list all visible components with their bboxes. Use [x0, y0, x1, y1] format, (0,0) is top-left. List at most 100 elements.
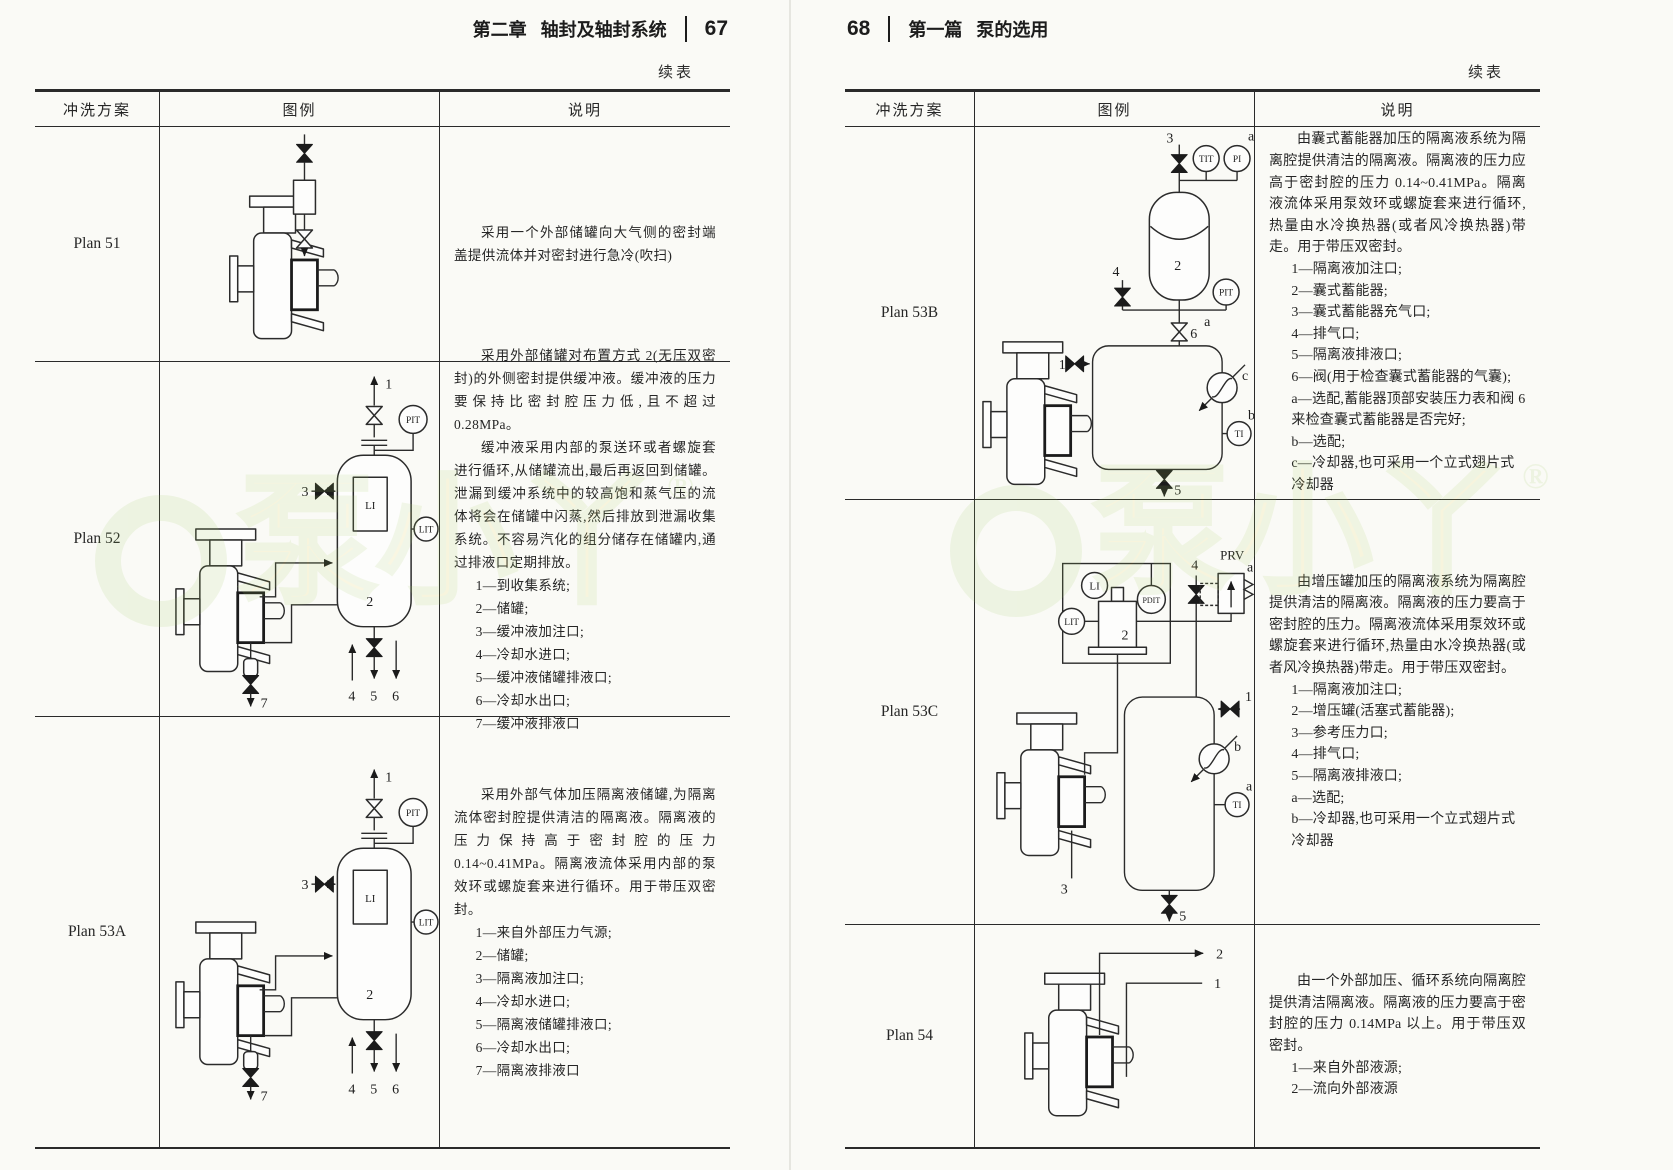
ti-label: TI: [1233, 801, 1242, 811]
plan-label: Plan 54: [845, 925, 975, 1147]
legend-item: 3—缓冲液加注口;: [475, 623, 585, 639]
part-label: 第一篇: [908, 20, 963, 40]
line-number: 1: [1059, 357, 1066, 372]
legend-cell: [160, 717, 440, 1147]
bladder-accumulator: [1148, 191, 1210, 301]
line-number: 5: [1179, 909, 1186, 924]
description-cell: 采用一个外部储罐向大气侧的密封端盖提供流体并对密封进行急冷(吹扫): [440, 127, 730, 361]
legend-item: a—选配;: [1291, 790, 1345, 806]
description-cell: 由一个外部加压、循环系统向隔离腔提供清洁隔离液。隔离液的压力要高于密封腔的压力 …: [1255, 925, 1540, 1147]
pressure-transmitter-icon: [1212, 277, 1240, 306]
line-number: 3: [1166, 131, 1173, 146]
legend-cell: 2 1: [975, 925, 1255, 1147]
legend-item: 6—冷却水出口;: [475, 692, 571, 708]
plan-53c-diagram: 2 LI PDIT LIT 4 PRV: [995, 547, 1254, 924]
circulation-loop: [1091, 344, 1223, 470]
legend-item: 2—增压罐(活塞式蓄能器);: [1291, 704, 1455, 720]
legend-item: b—冷却器,也可采用一个立式翅片式冷却器: [1291, 812, 1516, 849]
legend-item: 3—参考压力口;: [1291, 725, 1388, 741]
note-letter: a: [1247, 560, 1253, 575]
table-row-plan-54: Plan 54 2 1 由一个外部加压、循环系统向隔离腔提供清洁隔离液。隔离液的…: [845, 925, 1540, 1147]
legend-item: 1—隔离液加注口;: [1291, 682, 1403, 698]
description-cell: 采用外部气体加压隔离液储罐,为隔离流体密封腔提供清洁的隔离液。隔离液的压力保持高…: [440, 717, 730, 1147]
description-cell: 由增压罐加压的隔离液系统为隔离腔提供清洁的隔离液。隔离液的压力要高于密封腔的压力…: [1255, 500, 1540, 924]
column-header-description: 说明: [567, 102, 602, 119]
note-letter: b: [1234, 739, 1241, 754]
book-spine: [789, 0, 791, 1170]
chapter-label: 第二章: [472, 20, 527, 40]
description-paragraph: 采用外部气体加压隔离液储罐,为隔离流体密封腔提供清洁的隔离液。隔离液的压力保持高…: [454, 786, 716, 917]
line-number: 4: [1113, 265, 1120, 280]
page-number: 67: [704, 17, 728, 40]
line-number: 6: [1190, 326, 1197, 341]
legend-cell: [160, 127, 440, 361]
pump-icon: [995, 711, 1107, 857]
li-label: LI: [1089, 580, 1100, 592]
pump-icon: [1023, 971, 1135, 1118]
description-paragraph: 由增压罐加压的隔离液系统为隔离腔提供清洁的隔离液。隔离液的压力要高于密封腔的压力…: [1269, 574, 1526, 677]
legend-item: 4—冷却水进口;: [475, 646, 571, 662]
legend-item: 4—排气口;: [1291, 747, 1360, 763]
level-indicator-icon: [1080, 571, 1109, 599]
description-cell: 由囊式蓄能器加压的隔离液系统为隔离腔提供清洁的隔离液。隔离液的压力应高于密封腔的…: [1255, 127, 1540, 499]
plan-52-diagram: [160, 363, 439, 716]
page-left: 第二章 轴封及轴封系统 67 续表 冲洗方案 图例 说明 Plan 51: [35, 0, 730, 1170]
description-paragraph: 由一个外部加压、循环系统向隔离腔提供清洁隔离液。隔离液的压力要高于密封腔的压力 …: [1269, 974, 1526, 1054]
table-row-plan-53b: Plan 53B 3 TIT PI a 2: [845, 127, 1540, 500]
temperature-transmitter-icon: [1192, 144, 1220, 172]
legend-item: 3—隔离液加注口;: [475, 970, 585, 986]
legend-item: 2—流向外部液源: [1291, 1082, 1398, 1098]
header-divider: [888, 16, 891, 42]
lit-label: LIT: [1064, 617, 1079, 627]
legend-item: 6—阀(用于检查囊式蓄能器的气囊);: [1291, 369, 1512, 385]
header-divider: [684, 16, 687, 42]
table-row-plan-53a: Plan 53A 采用外部气体加压隔离液储罐,为隔离流体密封腔提供清洁的隔离液。…: [35, 717, 730, 1147]
ti-label: TI: [1235, 430, 1244, 440]
legend-item: 3—囊式蓄能器充气口;: [1291, 305, 1431, 321]
legend-item: c—冷却器,也可采用一个立式翅片式冷却器: [1291, 456, 1515, 493]
pi-label: PI: [1233, 155, 1241, 165]
page-header: 68 第一篇 泵的选用: [847, 16, 1048, 42]
legend-item: 2—储罐;: [475, 947, 529, 963]
column-header-legend: 图例: [975, 92, 1255, 126]
pdit-label: PDIT: [1143, 595, 1161, 604]
legend-item: 7—缓冲液排液口: [475, 715, 581, 731]
page-number: 68: [847, 17, 871, 40]
flush-plan-table: 冲洗方案 图例 说明 Plan 51 采用一个外部储罐向大气侧: [35, 89, 730, 1149]
legend-item: 5—隔离液排液口;: [1291, 348, 1403, 364]
temperature-indicator-icon: [1224, 791, 1250, 817]
legend-item: 4—冷却水进口;: [475, 993, 571, 1009]
legend-item: 5—隔离液储罐排液口;: [475, 1016, 612, 1032]
column-header-plan: 冲洗方案: [845, 92, 975, 126]
description-cell: 采用外部储罐对布置方式 2(无压双密封)的外侧密封提供缓冲液。缓冲液的压力要保持…: [440, 348, 730, 731]
continued-table-label: 续表: [1467, 65, 1504, 81]
table-header-row: 冲洗方案 图例 说明: [35, 92, 730, 127]
plan-label: Plan 53B: [845, 127, 975, 499]
description-paragraph: 缓冲液采用内部的泵送环或者螺旋套进行循环,从储罐流出,最后再返回到储罐。泄漏到缓…: [454, 439, 716, 570]
note-letter: a: [1246, 779, 1252, 794]
column-header-legend: 图例: [160, 92, 440, 126]
legend-item: 1—隔离液加注口;: [1291, 262, 1403, 278]
legend-item: b—选配;: [1291, 434, 1346, 450]
quench-reservoir: [292, 178, 317, 215]
legend-item: 1—到收集系统;: [475, 577, 571, 593]
legend-item: 7—隔离液排液口: [475, 1062, 581, 1078]
piston-accumulator: [1097, 600, 1138, 648]
description-paragraph: 采用外部储罐对布置方式 2(无压双密封)的外侧密封提供缓冲液。缓冲液的压力要保持…: [454, 347, 716, 432]
note-letter: b: [1248, 408, 1254, 423]
table-header-row: 冲洗方案 图例 说明: [845, 92, 1540, 127]
vessel-number: 2: [1121, 628, 1128, 643]
page-right: 68 第一篇 泵的选用 续表 冲洗方案 图例 说明 Plan 53B 3: [845, 0, 1540, 1170]
flush-plan-table: 冲洗方案 图例 说明 Plan 53B 3 TIT PI a: [845, 89, 1540, 1149]
line-number: 5: [1174, 483, 1181, 498]
page-header: 第二章 轴封及轴封系统 67: [473, 16, 728, 42]
legend-item: 2—囊式蓄能器;: [1291, 283, 1388, 299]
legend-item: 5—隔离液排液口;: [1291, 768, 1403, 784]
tit-label: TIT: [1199, 155, 1214, 165]
plan-54-diagram: 2 1: [1023, 947, 1223, 1118]
table-row-plan-52: Plan 52 采用外部储罐对布置方式 2(无压双密封)的外侧密封提供缓冲液。缓…: [35, 348, 730, 731]
plan-51-diagram: [228, 133, 340, 340]
legend-cell: 3 TIT PI a 2 4: [975, 127, 1255, 499]
legend-item: 5—缓冲液储罐排液口;: [475, 669, 612, 685]
table-row-plan-53c: Plan 53C 2 LI PDIT LIT: [845, 500, 1540, 925]
